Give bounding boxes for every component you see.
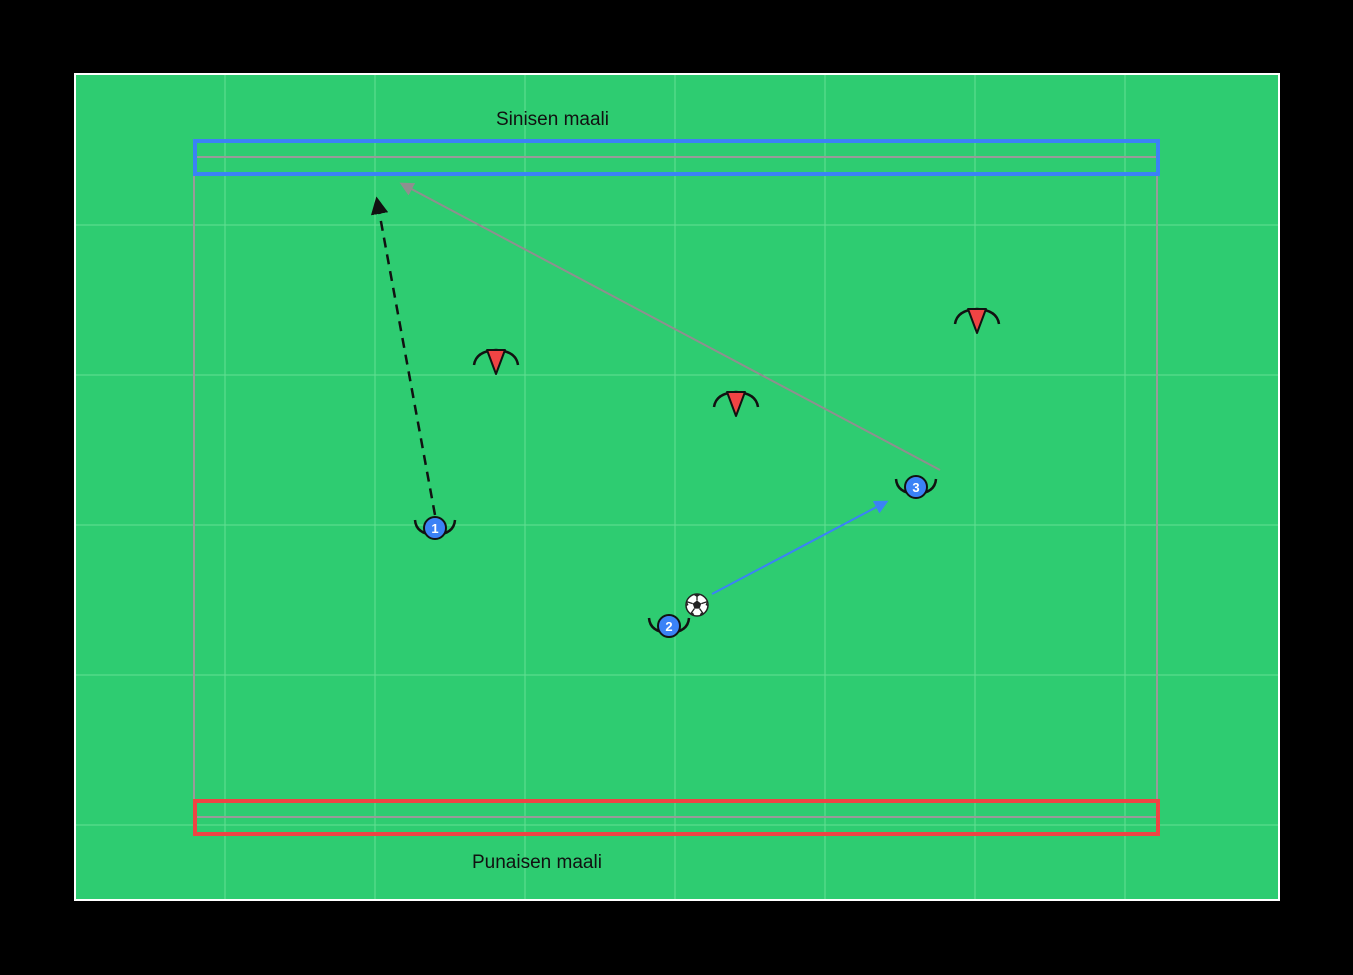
- player-2[interactable]: 2: [647, 614, 691, 638]
- run-arrow-player-1: [370, 196, 437, 516]
- cone-defender-icon: [953, 307, 1001, 334]
- player-1[interactable]: 1: [413, 516, 457, 540]
- red-goal-zone: [193, 799, 1160, 836]
- player-3[interactable]: 3: [894, 475, 938, 499]
- playing-area-boundary: [193, 156, 1158, 818]
- blue-goal-label: Sinisen maali: [496, 109, 609, 130]
- pass-arrow-2-to-3: [711, 500, 889, 595]
- cone-defender-icon: [712, 390, 760, 417]
- cone-defender-icon: [472, 348, 520, 375]
- defender-1[interactable]: [472, 348, 520, 375]
- player-icon: [413, 516, 457, 540]
- soccer-ball-icon[interactable]: [685, 593, 709, 617]
- player-number: 3: [912, 480, 919, 495]
- pitch: [74, 73, 1280, 901]
- player-icon: [647, 614, 691, 638]
- long-pass-arrow-player-3: [399, 182, 941, 471]
- defender-2[interactable]: [712, 390, 760, 417]
- defender-3[interactable]: [953, 307, 1001, 334]
- red-goal-label: Punaisen maali: [472, 852, 602, 873]
- blue-goal-zone: [193, 139, 1160, 176]
- player-number: 2: [665, 619, 672, 634]
- player-icon: [894, 475, 938, 499]
- player-number: 1: [431, 521, 438, 536]
